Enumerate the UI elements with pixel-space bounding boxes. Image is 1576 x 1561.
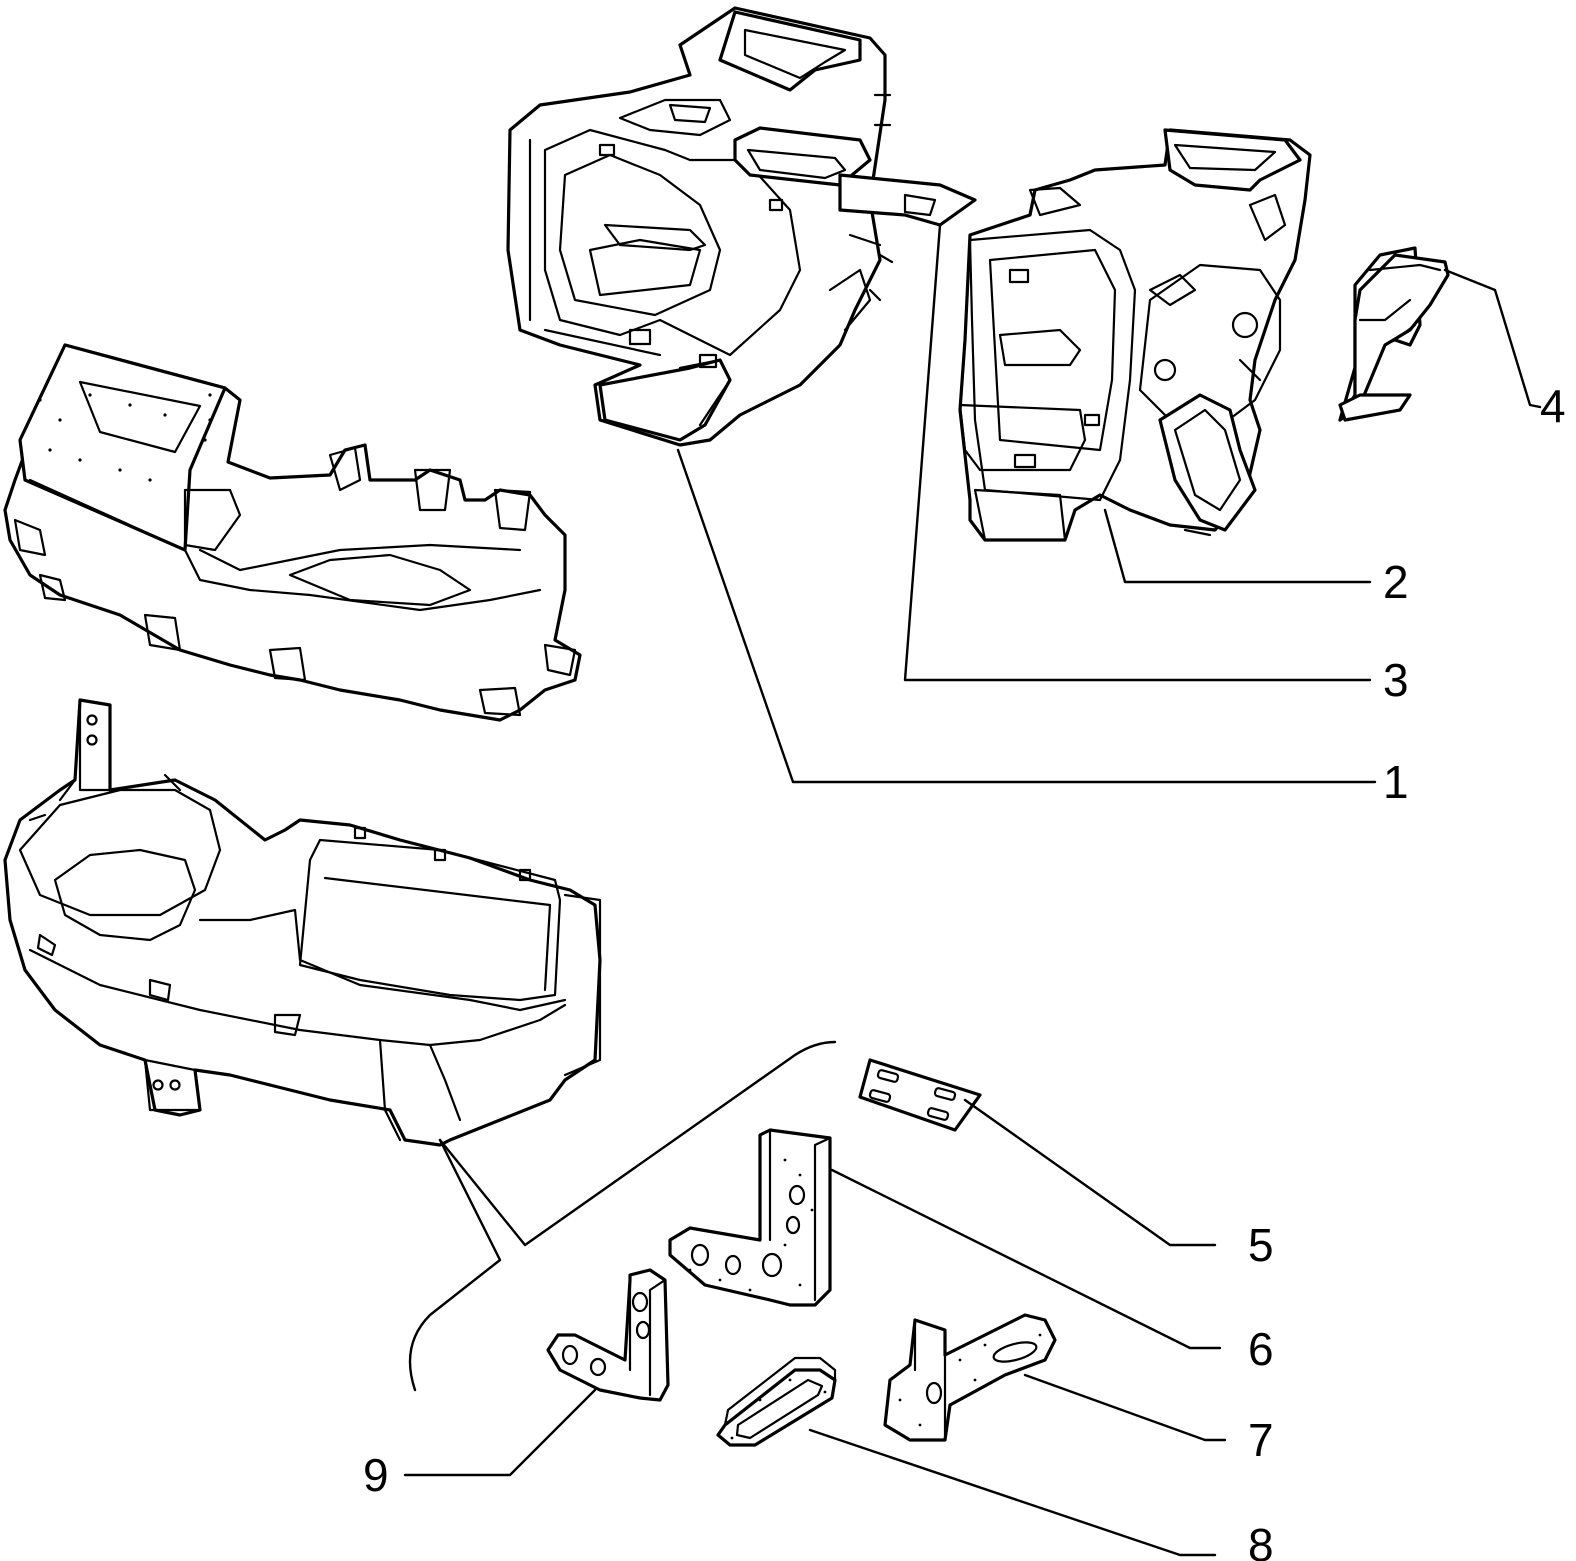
part-8-grommet [716,1356,837,1447]
part-7-texture [898,1333,1042,1427]
leader-6 [830,1168,1222,1350]
part-2-heater-unit [958,128,1312,542]
leader-9 [403,1388,597,1477]
leader-lines [403,223,1542,1557]
part-8-texture [730,1378,827,1440]
upper-housing-texture [38,393,212,482]
leader-4 [1443,268,1542,409]
part-6-l-bracket [668,1128,832,1307]
callout-2: 2 [1383,556,1409,608]
leader-7 [1023,1373,1227,1442]
leader-2 [1103,508,1372,584]
leader-bracket-group-curve [408,1138,502,1392]
leader-8 [808,1428,1217,1557]
callout-6: 6 [1248,1323,1274,1375]
part-9-small-bracket [546,1268,670,1402]
leader-bracket-group [438,1040,837,1247]
callout-8: 8 [1248,1519,1274,1561]
callout-3: 3 [1383,654,1409,706]
callout-4: 4 [1540,380,1566,432]
callout-1: 1 [1383,756,1409,808]
part-4-actuator [1338,246,1450,422]
part-5-gasket [858,1058,982,1132]
callout-7: 7 [1248,1414,1274,1466]
part-7-slotted-bracket [883,1313,1057,1442]
leader-3 [903,223,1372,682]
leader-5 [963,1098,1217,1247]
part-6-texture [688,1158,814,1292]
upper-housing-half [3,343,582,722]
lower-housing-half [3,698,602,1147]
callout-5: 5 [1248,1219,1274,1271]
callout-9: 9 [363,1449,389,1501]
callout-numbers: 1 2 3 4 5 6 7 8 9 [363,380,1566,1561]
part-1-air-duct-housing [506,6,977,447]
leader-1 [676,448,1377,784]
